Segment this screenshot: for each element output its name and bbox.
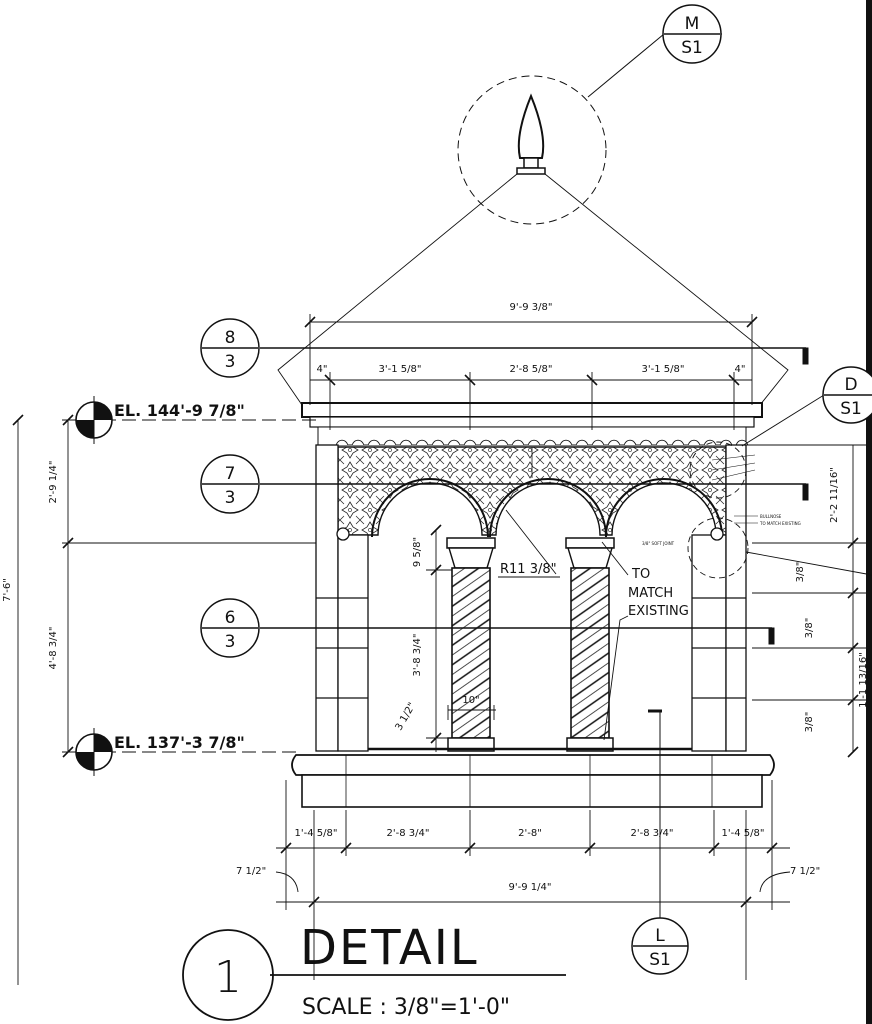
left-dimensions [12, 414, 74, 985]
svg-text:M: M [685, 14, 700, 34]
dim-right-c: 1'-1 13/16" [858, 652, 869, 708]
title-block: 1 DETAIL SCALE : 3/8"=1'-0" [182, 920, 566, 1021]
dim-column-capital: 9 5/8" [412, 537, 423, 567]
dim-right-a: 3/8" [795, 562, 806, 583]
sill [291, 747, 775, 808]
dim-top-bay-mid: 2'-8 5/8" [510, 364, 553, 375]
svg-text:8: 8 [225, 328, 236, 348]
svg-text:7: 7 [225, 464, 236, 484]
match-note-line3: EXISTING [628, 604, 689, 619]
section-bubble-8: 8 3 [200, 318, 260, 378]
detail-title: DETAIL [300, 920, 479, 976]
svg-text:S1: S1 [649, 950, 671, 970]
match-leader [601, 541, 629, 741]
dim-top-4-left: 4" [317, 364, 328, 375]
bottom-dimensions [275, 780, 791, 980]
top-dimensions [304, 314, 758, 430]
match-note-line2: MATCH [628, 586, 673, 601]
svg-text:6: 6 [225, 608, 236, 628]
elevation-marker-upper [75, 396, 113, 444]
scale-note: SCALE : 3/8"=1'-0" [302, 995, 510, 1020]
elevation-label-lower: EL. 137'-3 7/8" [114, 733, 245, 752]
column-right [565, 537, 615, 752]
dim-left-lower: 4'-8 3/4" [48, 627, 59, 670]
lattice-frieze [337, 446, 727, 538]
dim-right-top: 2'-2 11/16" [829, 467, 840, 523]
svg-text:D: D [844, 375, 857, 395]
cornice [301, 402, 763, 446]
radius-leader [498, 509, 560, 578]
dim-column-base: 3 1/2" [394, 701, 419, 733]
dim-bottom-right-offset: 7 1/2" [790, 866, 820, 877]
radius-note: R11 3/8" [500, 562, 557, 577]
to-match-existing-note: TO MATCH EXISTING [759, 521, 801, 526]
detail-callout-sill [687, 517, 749, 579]
dim-top-bay-left: 3'-1 5/8" [379, 364, 422, 375]
dim-left-upper: 2'-9 1/4" [48, 461, 59, 504]
detail-number: 1 [214, 952, 242, 1003]
dim-left-overall: 7'-6" [2, 578, 13, 602]
match-note-line1: TO [631, 567, 650, 582]
svg-text:L: L [655, 926, 665, 946]
detail-bubble-m: M S1 [662, 4, 722, 64]
svg-text:3: 3 [225, 352, 236, 372]
elevation-marker-lower [75, 728, 113, 776]
svg-text:3: 3 [225, 488, 236, 508]
dim-bottom-left-offset: 7 1/2" [236, 866, 266, 877]
bullnose-note: BULLNOSE [760, 514, 782, 519]
svg-text:3: 3 [225, 632, 236, 652]
detail-bubble-d: D S1 [689, 366, 872, 499]
dim-right-d: 3/8" [804, 712, 815, 733]
dim-bottom-1: 1'-4 5/8" [295, 828, 338, 839]
dim-bottom-3: 2'-8" [518, 828, 542, 839]
detail-bubble-l: L S1 [631, 917, 689, 975]
dim-top-4-right: 4" [735, 364, 746, 375]
finial [457, 33, 722, 225]
column-dimensions [426, 524, 496, 752]
piers [315, 444, 747, 752]
svg-text:S1: S1 [840, 399, 862, 419]
dim-top-bay-right: 3'-1 5/8" [642, 364, 685, 375]
dim-bottom-4: 2'-8 3/4" [631, 828, 674, 839]
level-lines [62, 419, 316, 753]
column-left [446, 537, 496, 752]
svg-text:S1: S1 [681, 38, 703, 58]
dim-bottom-2: 2'-8 3/4" [387, 828, 430, 839]
dim-column-width: 10" [462, 695, 479, 706]
right-dimensions [746, 444, 866, 758]
dim-bottom-5: 1'-4 5/8" [722, 828, 765, 839]
section-bubble-7: 7 3 [200, 454, 260, 514]
dim-right-b: 3/8" [804, 618, 815, 639]
elevation-label-upper: EL. 144'-9 7/8" [114, 401, 245, 420]
dim-top-overall: 9'-9 3/8" [510, 302, 553, 313]
dim-column-shaft: 3'-8 3/4" [412, 634, 423, 677]
soft-joint-note: 3/8" SOFT JOINT [642, 541, 675, 546]
small-leaders [711, 454, 758, 524]
dim-bottom-overall: 9'-9 1/4" [509, 882, 552, 893]
section-cuts [260, 347, 809, 920]
roof-outline [277, 173, 789, 406]
section-bubble-6: 6 3 [200, 598, 260, 658]
